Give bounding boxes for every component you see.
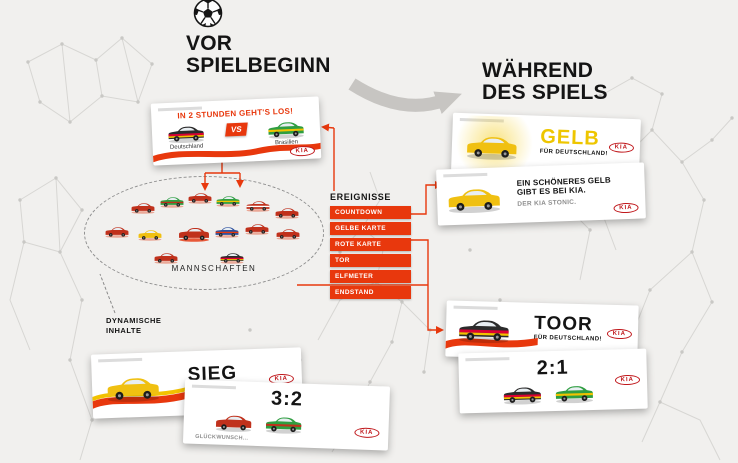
event-pill: TOR — [330, 254, 411, 267]
car-green-icon — [263, 413, 304, 434]
banner-sieg: SIEG FÜR DEUTSCHLAND! KIA — [90, 347, 304, 419]
banner-fineprint-bar — [453, 305, 498, 310]
banner-toor: TOOR FÜR DEUTSCHLAND! KIA — [445, 300, 639, 362]
banner-stonic: EIN SCHÖNERES GELB GIBT ES BEI KIA. DER … — [436, 162, 646, 226]
red-swoosh-graphic — [445, 337, 538, 350]
car-germany-icon — [456, 315, 513, 344]
score-final-subline: GLÜCKWUNSCH... — [195, 433, 249, 442]
car-germany-icon — [501, 383, 544, 405]
car-yellow-icon — [463, 131, 520, 161]
car-brazil-icon — [553, 382, 596, 404]
kia-logo: KIA — [614, 374, 641, 386]
teams-ellipse — [84, 176, 324, 290]
dynamic-content-label: DYNAMISCHE INHALTE — [106, 316, 162, 336]
event-pill: ENDSTAND — [330, 286, 411, 299]
event-pill: COUNTDOWN — [330, 206, 411, 219]
events-title: EREIGNISSE — [330, 192, 392, 202]
events-panel: EREIGNISSE COUNTDOWN GELBE KARTE ROTE KART… — [330, 192, 411, 302]
banner-fineprint-bar — [98, 357, 143, 363]
banner-score-final: 3:2 GLÜCKWUNSCH... KIA — [182, 379, 391, 451]
toor-headline: TOOR — [533, 312, 594, 336]
kia-logo: KIA — [353, 427, 380, 439]
kia-logo: KIA — [613, 202, 639, 214]
banner-fineprint-bar — [443, 172, 488, 178]
heading-during-match: WÄHREND DES SPIELS — [482, 59, 608, 105]
banner-countdown: IN 2 STUNDEN GEHT'S LOS! Deutschland VS … — [150, 96, 322, 166]
car-germany-icon — [166, 122, 207, 144]
stonic-line2: GIBT ES BEI KIA. — [516, 185, 587, 197]
score-final: 3:2 — [270, 387, 304, 411]
stonic-line3: DER KIA STONIC. — [517, 198, 577, 208]
event-pill: ELFMETER — [330, 270, 411, 283]
heading-before-match: VOR SPIELBEGINN — [186, 32, 331, 78]
car-red-icon — [213, 411, 254, 432]
toor-subline: FÜR DEUTSCHLAND! — [533, 334, 602, 343]
soccer-ball-icon — [192, 0, 224, 30]
gelb-headline: GELB — [539, 125, 601, 150]
banner-gelb: GELB FÜR DEUTSCHLAND! KIA — [451, 112, 641, 178]
car-yellow-icon — [445, 183, 504, 214]
gelb-subline: FÜR DEUTSCHLAND! — [539, 148, 608, 158]
event-pill: ROTE KARTE — [330, 238, 411, 251]
car-brazil-icon — [266, 118, 307, 140]
banner-score-during: 2:1 KIA — [458, 348, 648, 414]
kia-logo: KIA — [606, 328, 633, 340]
events-list: COUNTDOWN GELBE KARTE ROTE KARTE TOR ELFMETE… — [330, 206, 411, 299]
event-pill: GELBE KARTE — [330, 222, 411, 235]
vs-badge: VS — [224, 122, 248, 137]
car-yellow-icon — [104, 372, 163, 403]
teams-label: MANNSCHAFTEN — [171, 264, 257, 273]
kia-logo: KIA — [608, 142, 635, 154]
